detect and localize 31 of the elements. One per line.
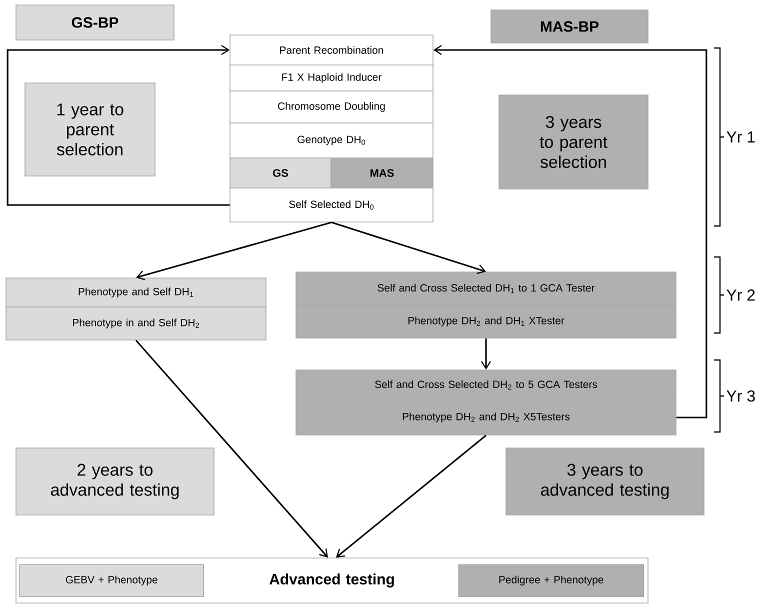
duration-box: 2 years to advanced testing xyxy=(16,448,214,516)
duration-box: 3 years to parent selection xyxy=(498,94,648,190)
step-box: Self Selected DH$_{0}$ xyxy=(230,188,434,222)
step-box: GEBV + Phenotype xyxy=(19,564,204,597)
step-box: Phenotype DH$_{2}$ and DH$_{1}$ XTester xyxy=(296,304,676,338)
step-box: Parent Recombination xyxy=(230,34,434,66)
arrow xyxy=(331,222,486,274)
program-box: MAS-BP xyxy=(490,10,648,44)
duration-box: 3 years to advanced testing xyxy=(506,448,704,516)
method-box: GS xyxy=(230,158,332,188)
step-box: F1 X Haploid Inducer xyxy=(230,64,434,92)
arrow xyxy=(481,338,491,370)
method-box: MAS xyxy=(330,158,434,188)
year-label: Yr 3 xyxy=(726,390,755,402)
step-box: Self and Cross Selected DH$_{2}$ to 5 GCA Testers xyxy=(296,370,676,400)
step-box: Phenotype and Self DH$_{1}$ xyxy=(6,278,266,308)
step-box: Pedigree + Phenotype xyxy=(458,564,644,597)
step-box: Self and Cross Selected DH$_{1}$ to 1 GCA Tester xyxy=(296,272,676,306)
step-box: Chromosome Doubling xyxy=(230,90,434,124)
arrow xyxy=(136,222,332,280)
year-label: Yr 1 xyxy=(726,132,755,142)
arrow xyxy=(135,340,328,558)
step-box: Phenotype DH$_{2}$ and DH$_{2}$ X5Testers xyxy=(296,400,676,436)
arrow xyxy=(433,45,708,418)
step-box: Genotype DH$_{0}$ xyxy=(230,122,434,158)
arrow xyxy=(336,434,487,558)
duration-box: 1 year to parent selection xyxy=(24,82,156,176)
program-box: GS-BP xyxy=(16,4,174,40)
arrow xyxy=(6,45,230,206)
year-label: Yr 2 xyxy=(726,289,755,301)
step-box: Phenotype in and Self DH$_{2}$ xyxy=(6,306,266,340)
